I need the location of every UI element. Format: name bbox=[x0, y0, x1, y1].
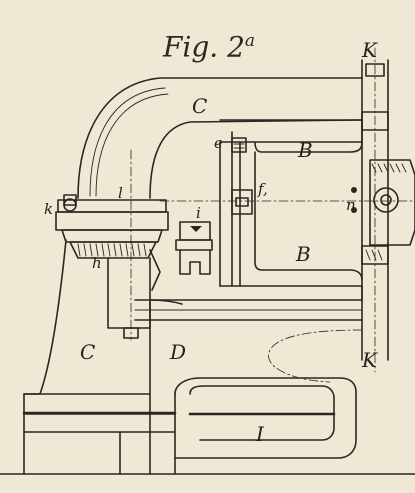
frame-b-window bbox=[254, 151, 363, 281]
label-i-base: I bbox=[256, 422, 264, 446]
label-k-top: K bbox=[362, 38, 377, 62]
bracket-i-mark bbox=[190, 226, 202, 232]
label-l: l bbox=[118, 184, 123, 202]
base-plate-sides bbox=[119, 393, 176, 475]
head-ring-lower bbox=[61, 229, 163, 243]
gear-head-n-hub bbox=[373, 187, 399, 213]
column-k-upper-collar bbox=[361, 111, 389, 131]
block-f bbox=[231, 189, 253, 215]
column-k-collar-hatch bbox=[365, 249, 383, 261]
label-k-small: k bbox=[44, 200, 54, 218]
lower-frame bbox=[174, 377, 357, 459]
bracket-i-legs bbox=[179, 249, 211, 275]
gear-teeth bbox=[77, 243, 147, 257]
arm-c-inner bbox=[149, 119, 363, 199]
gear-head-n-bore bbox=[380, 194, 392, 206]
frame-b-upper-inner bbox=[254, 141, 363, 153]
gear-head-n-bolt-2 bbox=[351, 207, 357, 213]
label-f: f, bbox=[258, 180, 268, 198]
label-c-arm: C bbox=[192, 94, 208, 118]
label-c-base: C bbox=[80, 340, 96, 364]
figure-title: Fig. 2a bbox=[163, 26, 255, 62]
bevel-gear-right bbox=[149, 249, 161, 291]
gear-h bbox=[69, 241, 157, 259]
label-e: e bbox=[214, 134, 223, 152]
label-k-bottom: K bbox=[362, 348, 377, 372]
table-rail bbox=[134, 299, 363, 321]
label-b-lower: B bbox=[296, 242, 311, 266]
column-k-lower-collar bbox=[361, 245, 389, 265]
dashed-curve bbox=[268, 329, 363, 383]
bolt-k-head bbox=[63, 194, 77, 206]
column-k bbox=[361, 59, 389, 361]
label-n: n bbox=[346, 196, 356, 214]
clamp-e-detail bbox=[233, 143, 245, 149]
arm-c-outer bbox=[77, 77, 363, 199]
gear-head-n-teeth bbox=[371, 163, 407, 173]
bracket-i-base bbox=[175, 239, 213, 251]
figure-title-text: Fig. 2 bbox=[163, 30, 245, 64]
label-b-upper: B bbox=[298, 138, 313, 162]
lower-frame-inner bbox=[189, 385, 335, 441]
figure-title-superscript: a bbox=[244, 31, 256, 51]
gear-head-n-bolt-1 bbox=[351, 187, 357, 193]
label-d: D bbox=[170, 340, 187, 364]
label-i: i bbox=[196, 204, 201, 222]
arm-c-shade-2 bbox=[95, 93, 169, 197]
clamp-e bbox=[231, 137, 247, 153]
block-f-inner bbox=[235, 197, 249, 207]
label-h: h bbox=[92, 254, 102, 272]
column-k-cap bbox=[365, 63, 385, 77]
gear-head-n bbox=[369, 159, 415, 246]
arm-c-shade-1 bbox=[89, 87, 166, 197]
